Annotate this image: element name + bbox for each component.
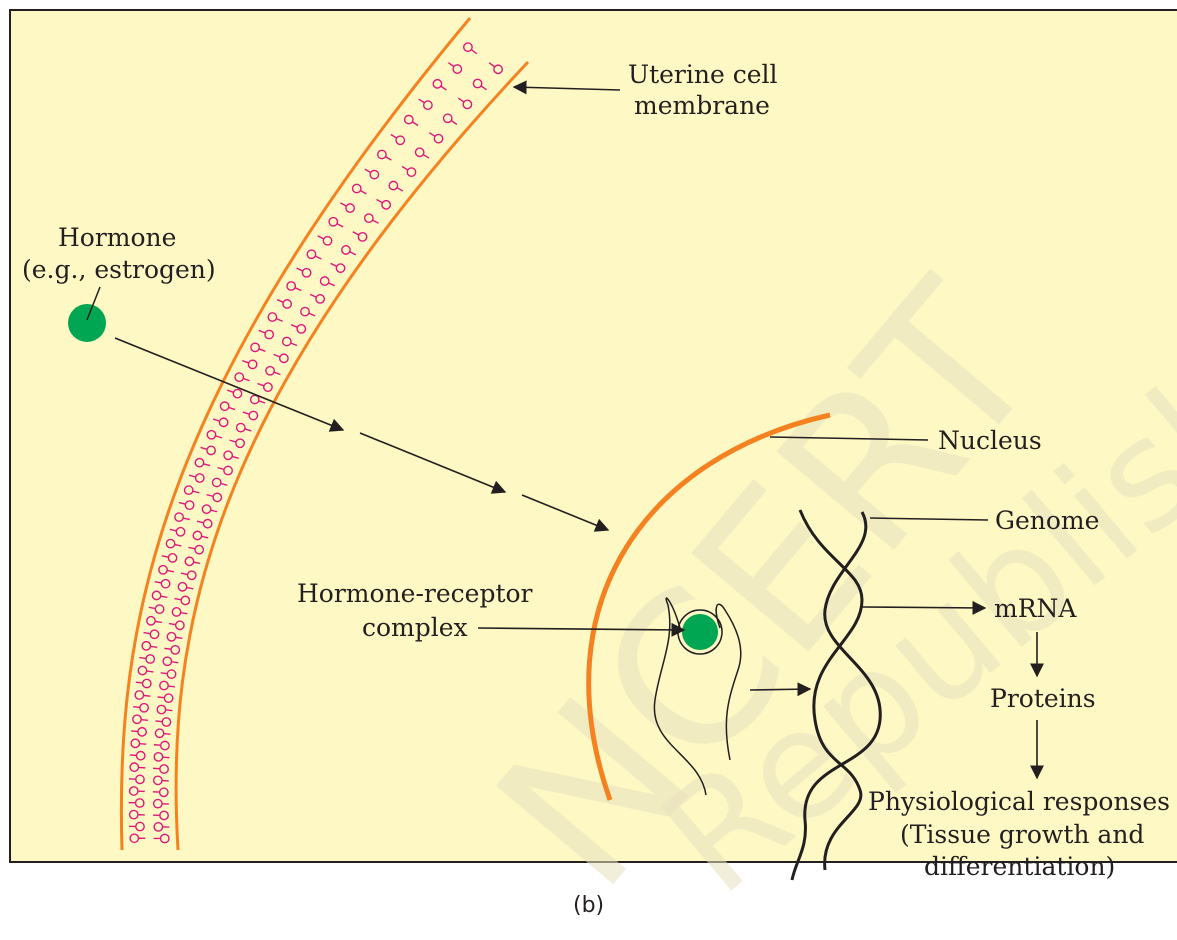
complex-label-line1: Hormone-receptor [297, 579, 533, 608]
mrna-label: mRNA [994, 594, 1077, 623]
complex-to-genome-arrow [750, 689, 810, 690]
receptor-stem [136, 682, 142, 683]
receptor-stem [169, 624, 175, 625]
receptor-stem [147, 671, 153, 672]
hormone-label-line1: Hormone [58, 223, 176, 252]
receptor-stem [139, 658, 145, 659]
receptor-stem [166, 710, 172, 711]
receptor-stem [164, 648, 170, 649]
receptor-stem [155, 621, 161, 622]
receptor-stem [144, 696, 150, 697]
proteins-label: Proteins [990, 684, 1096, 713]
hormone-molecule [68, 304, 106, 342]
receptor-stem [172, 662, 178, 663]
receptor-stem [161, 673, 167, 674]
genome-label: Genome [995, 506, 1099, 535]
nucleus-label: Nucleus [938, 426, 1042, 455]
receptor-stem [164, 734, 170, 735]
complex-label-line2: complex [362, 613, 468, 642]
receptor-stem [141, 720, 147, 721]
receptor-stem [168, 686, 174, 687]
responses-label-line2: (Tissue growth and [900, 820, 1144, 849]
responses-label-line1: Physiological responses [868, 787, 1170, 816]
receptor-stem [133, 707, 139, 708]
genome-to-mrna-arrow [862, 607, 985, 608]
receptor-stem [176, 637, 182, 638]
hormone-label-line2: (e.g., estrogen) [22, 255, 216, 284]
membrane-label-line1: Uterine cell [628, 60, 778, 89]
bound-hormone-molecule [682, 614, 718, 650]
receptor-stem [158, 697, 164, 698]
receptor-stem [131, 731, 137, 732]
membrane-label-line2: membrane [634, 91, 770, 120]
figure-caption: (b) [573, 893, 604, 918]
responses-label-line3: differentiation) [924, 852, 1115, 881]
receptor-stem [144, 633, 150, 634]
receptor-stem [155, 721, 161, 722]
receptor-stem [151, 646, 157, 647]
